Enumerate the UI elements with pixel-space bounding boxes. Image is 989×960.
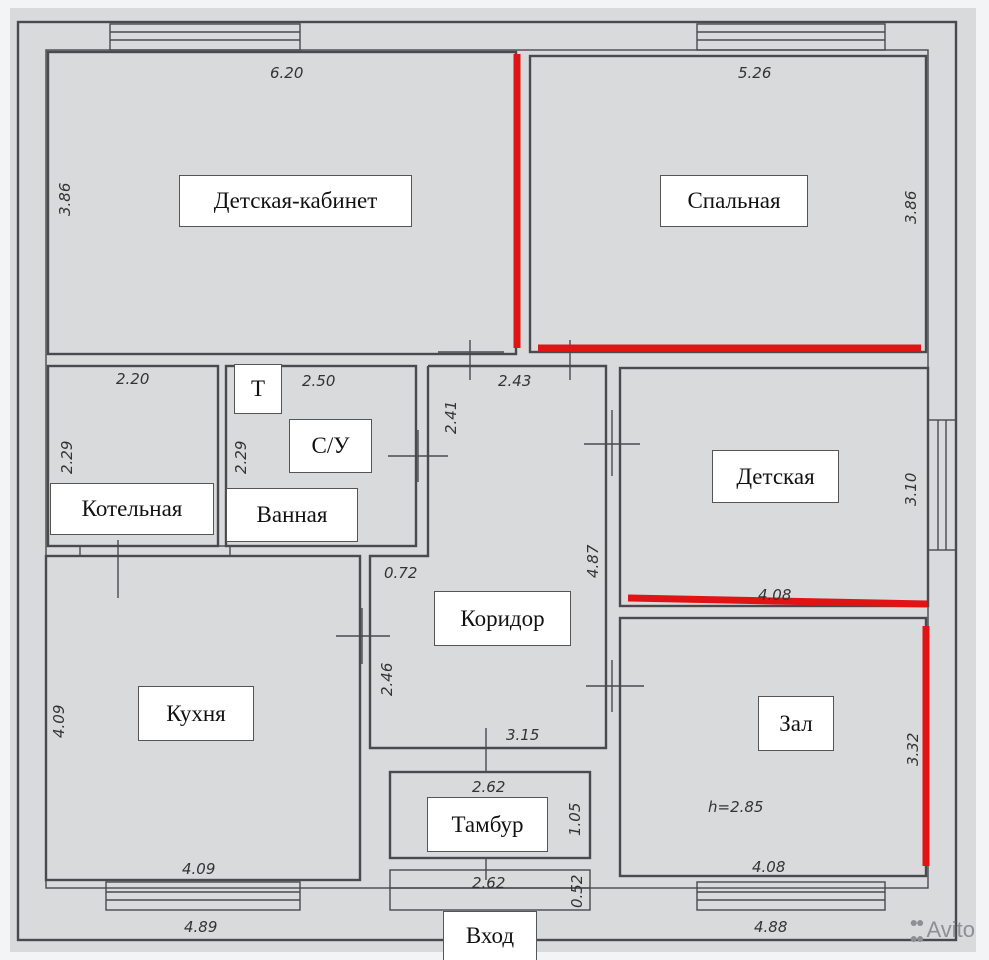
red-markers bbox=[513, 54, 930, 866]
dim-label: 3.10 bbox=[902, 473, 920, 506]
dim-label: 2.29 bbox=[232, 441, 250, 474]
dim-label: 2.43 bbox=[498, 372, 531, 390]
dim-label: 4.89 bbox=[184, 918, 217, 936]
dim-label: 3.32 bbox=[904, 733, 922, 766]
room-label-tambur: Тамбур bbox=[427, 797, 548, 852]
dim-label: 3.86 bbox=[902, 191, 920, 224]
dim-label: 3.86 bbox=[56, 183, 74, 216]
room-spalnaya bbox=[528, 54, 928, 354]
dim-label: 4.08 bbox=[758, 586, 791, 604]
dim-label: 2.62 bbox=[472, 778, 505, 796]
room-label-t: Т bbox=[234, 364, 282, 414]
room-label-detskaya-kabinet: Детская-кабинет bbox=[179, 175, 412, 227]
avito-watermark: ●●●● Avito bbox=[910, 914, 975, 946]
room-label-detskaya: Детская bbox=[712, 450, 839, 503]
dim-label: 6.20 bbox=[270, 64, 303, 82]
dim-label: 0.52 bbox=[568, 875, 586, 908]
window-top-right bbox=[696, 23, 886, 51]
dim-label: 4.88 bbox=[754, 918, 787, 936]
dim-label: 4.08 bbox=[752, 858, 785, 876]
dim-label: 5.26 bbox=[738, 64, 771, 82]
room-label-kuhnya: Кухня bbox=[138, 686, 254, 741]
room-tambur bbox=[388, 770, 592, 860]
avito-watermark-text: Avito bbox=[926, 917, 975, 942]
window-top-left bbox=[109, 23, 301, 51]
room-label-vannaya: Ванная bbox=[226, 488, 358, 542]
dim-label: 4.09 bbox=[182, 860, 215, 878]
dim-label: 1.05 bbox=[566, 803, 584, 836]
room-koridor bbox=[368, 364, 608, 750]
room-label-su: С/У bbox=[289, 419, 372, 473]
window-bottom-left bbox=[105, 881, 301, 911]
avito-logo-icon: ●●●● bbox=[909, 914, 925, 946]
red-marker-horizontal-2 bbox=[627, 594, 928, 608]
dim-label: 4.09 bbox=[50, 705, 68, 738]
window-bottom-right bbox=[696, 881, 886, 911]
room-label-spalnaya: Спальная bbox=[660, 175, 808, 227]
dim-label: 2.20 bbox=[116, 370, 149, 388]
entrance-steps bbox=[389, 869, 591, 911]
room-label-zal: Зал bbox=[758, 696, 834, 751]
kitchen-partition bbox=[79, 545, 231, 557]
room-label-kotelnaya: Котельная bbox=[50, 483, 214, 535]
dim-label: 2.50 bbox=[302, 372, 335, 390]
ceiling-height-label: h=2.85 bbox=[708, 798, 763, 816]
dim-label: 2.62 bbox=[472, 874, 505, 892]
window-right bbox=[927, 419, 957, 551]
room-label-vhod: Вход bbox=[443, 911, 537, 960]
dim-label: 0.72 bbox=[384, 564, 417, 582]
room-label-koridor: Коридор bbox=[434, 591, 571, 646]
dim-label: 4.87 bbox=[584, 544, 602, 578]
dim-label: 2.29 bbox=[58, 441, 76, 474]
dim-label: 2.46 bbox=[378, 663, 396, 696]
dim-label: 3.15 bbox=[506, 726, 539, 744]
dim-label: 2.41 bbox=[442, 401, 460, 434]
